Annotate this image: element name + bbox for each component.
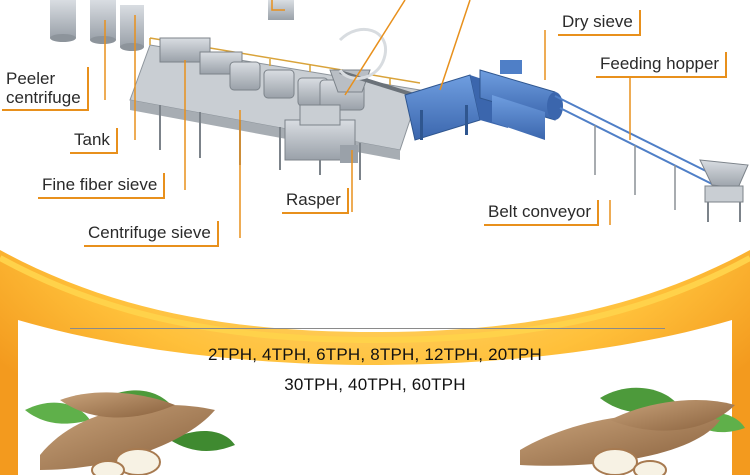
label-fine-fiber-sieve: Fine fiber sieve	[38, 173, 166, 199]
cassava-root-icon	[520, 387, 745, 475]
label-tank: Tank	[70, 128, 118, 154]
leader-lines	[104, 0, 631, 238]
capacity-line-2: 30TPH, 40TPH, 60TPH	[284, 375, 466, 394]
label-centrifuge-sieve: Centrifuge sieve	[84, 221, 219, 247]
divider-line	[70, 328, 665, 329]
label-peeler-centrifuge: Peeler centrifuge	[2, 67, 89, 111]
label-peeler-line1: Peeler	[6, 69, 56, 88]
label-dry-sieve: Dry sieve	[558, 10, 641, 36]
background-white-arc	[0, 0, 750, 332]
label-belt-conveyor: Belt conveyor	[484, 200, 599, 226]
yellow-band	[0, 255, 750, 344]
label-rasper: Rasper	[282, 188, 349, 214]
label-peeler-line2: centrifuge	[6, 88, 81, 107]
cassava-root-icon	[25, 390, 235, 475]
capacity-line-1: 2TPH, 4TPH, 6TPH, 8TPH, 12TPH, 20TPH	[207, 345, 543, 364]
label-feeding-hopper: Feeding hopper	[596, 52, 728, 78]
